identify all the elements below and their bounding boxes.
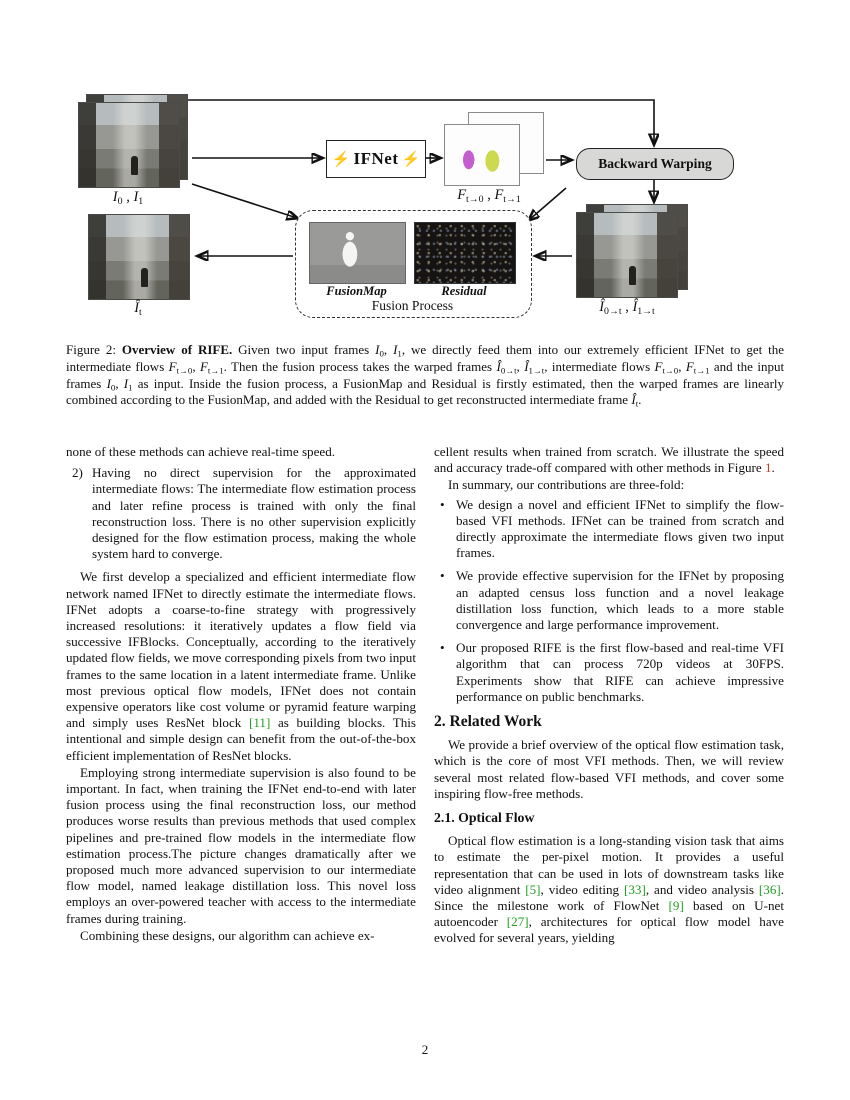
flow-map-image <box>444 124 520 186</box>
fusionmap-label: FusionMap <box>326 284 387 298</box>
backward-warping-box: Backward Warping <box>576 148 734 180</box>
paragraph: Optical flow estimation is a long-standi… <box>434 833 785 946</box>
item-text: Having no direct supervision for the app… <box>92 465 416 562</box>
backward-warping-label: Backward Warping <box>598 156 712 171</box>
bullet-text: We design a novel and efficient IFNet to… <box>456 496 784 561</box>
page-number: 2 <box>421 1042 429 1057</box>
citation-link[interactable]: [11] <box>249 715 271 731</box>
item-marker: 2) <box>72 465 83 481</box>
fusionmap-image <box>309 222 406 284</box>
subsection-heading-optical-flow: 2.1. Optical Flow <box>434 810 535 826</box>
lightning-icon: ⚡ <box>401 151 421 168</box>
residual-label: Residual <box>441 284 487 298</box>
bullet-text: We provide effective supervision for the… <box>456 568 784 633</box>
flows-label: Ft→0 , Ft→1 <box>457 187 521 205</box>
paragraph: In summary, our contributions are three-… <box>448 477 685 493</box>
left-column: none of these methods can achieve real-t… <box>66 444 416 945</box>
bullet-item: • Our proposed RIFE is the first flow-ba… <box>440 640 784 705</box>
citation-link[interactable]: [33] <box>624 881 646 897</box>
output-frame-image <box>88 214 190 300</box>
bullet-text: Our proposed RIFE is the first flow-base… <box>456 640 784 704</box>
bullet-marker: • <box>440 568 445 584</box>
bullet-item: • We provide effective supervision for t… <box>440 568 784 633</box>
paragraph: none of these methods can achieve real-t… <box>66 444 336 459</box>
citation-link[interactable]: [9] <box>668 898 684 914</box>
pedestrian-silhouette <box>131 156 138 176</box>
figure-caption: Figure 2: Overview of RIFE. Given two in… <box>66 342 785 409</box>
inputs-label: I0 , I1 <box>112 189 144 207</box>
pedestrian-silhouette <box>141 268 148 288</box>
pedestrian-silhouette <box>629 266 636 286</box>
paragraph: cellent results when trained from scratc… <box>434 444 784 476</box>
right-column: cellent results when trained from scratc… <box>434 444 784 948</box>
paragraph: We first develop a specialized and effic… <box>66 569 417 763</box>
citation-link[interactable]: [5] <box>525 881 541 897</box>
paragraph: Combining these designs, our algorithm c… <box>80 927 375 943</box>
fusion-process-label: Fusion Process <box>371 298 454 313</box>
figure-arrows <box>186 99 784 336</box>
paragraph: Employing strong intermediate supervisio… <box>66 764 416 926</box>
citation-link[interactable]: [36] <box>758 881 781 897</box>
warped-frames-image <box>576 212 678 298</box>
section-heading-related-work: 2. Related Work <box>434 713 542 731</box>
residual-image <box>414 222 516 284</box>
numbered-item: 2) Having no direct supervision for the … <box>72 465 416 562</box>
paragraph: We provide a brief overview of the optic… <box>434 737 784 801</box>
input-frames-image <box>78 102 180 188</box>
bullet-marker: • <box>440 640 445 656</box>
bullet-marker: • <box>440 496 445 512</box>
figure-ref-link[interactable]: 1 <box>764 460 772 476</box>
warped-label: Î0→t , Î1→t <box>599 299 655 317</box>
ifnet-label: IFNet <box>353 149 399 168</box>
lightning-icon: ⚡ <box>331 151 351 168</box>
citation-link[interactable]: [27] <box>506 914 529 930</box>
bullet-item: • We design a novel and efficient IFNet … <box>440 497 784 562</box>
figure-2: I0 , I1 ⚡ IFNet ⚡ Ft→0 , Ft→1 Backward W… <box>66 88 784 336</box>
ifnet-box: ⚡ IFNet ⚡ <box>326 140 426 178</box>
output-label: Ît <box>134 300 142 318</box>
